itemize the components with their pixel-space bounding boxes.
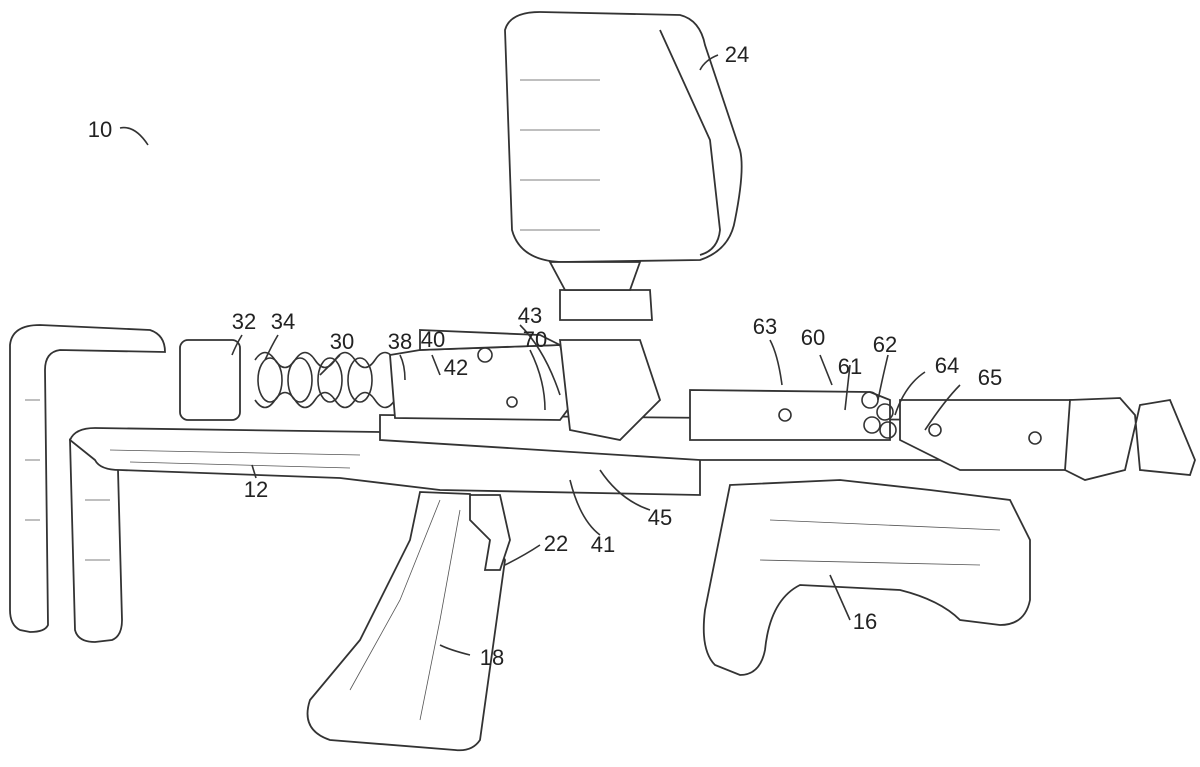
label-65: 65 — [977, 365, 1003, 390]
label-24: 24 — [724, 42, 750, 67]
label-22: 22 — [543, 531, 569, 556]
label-64: 64 — [934, 353, 960, 378]
label-42: 42 — [443, 355, 469, 380]
foregrip — [702, 479, 1031, 676]
label-40: 40 — [420, 327, 446, 352]
label-63: 63 — [752, 314, 778, 339]
label-70: 70 — [522, 327, 548, 352]
label-60: 60 — [800, 325, 826, 350]
barrel-shroud — [689, 389, 1196, 481]
label-62: 62 — [872, 332, 898, 357]
pistol-grip — [306, 491, 506, 752]
hopper — [504, 11, 743, 291]
spring-assembly — [179, 339, 396, 421]
label-30: 30 — [329, 329, 355, 354]
label-16: 16 — [852, 609, 878, 634]
label-32: 32 — [231, 309, 257, 334]
label-45: 45 — [647, 505, 673, 530]
label-38: 38 — [387, 329, 413, 354]
label-18: 18 — [479, 645, 505, 670]
trigger — [469, 494, 511, 571]
label-34: 34 — [270, 309, 296, 334]
leader-lines — [119, 54, 961, 656]
label-61: 61 — [837, 354, 863, 379]
label-10: 10 — [87, 117, 113, 142]
bolt-assembly — [389, 329, 576, 421]
shoulder-stock — [9, 324, 166, 643]
label-12: 12 — [243, 477, 269, 502]
label-43: 43 — [517, 303, 543, 328]
label-41: 41 — [590, 532, 616, 557]
